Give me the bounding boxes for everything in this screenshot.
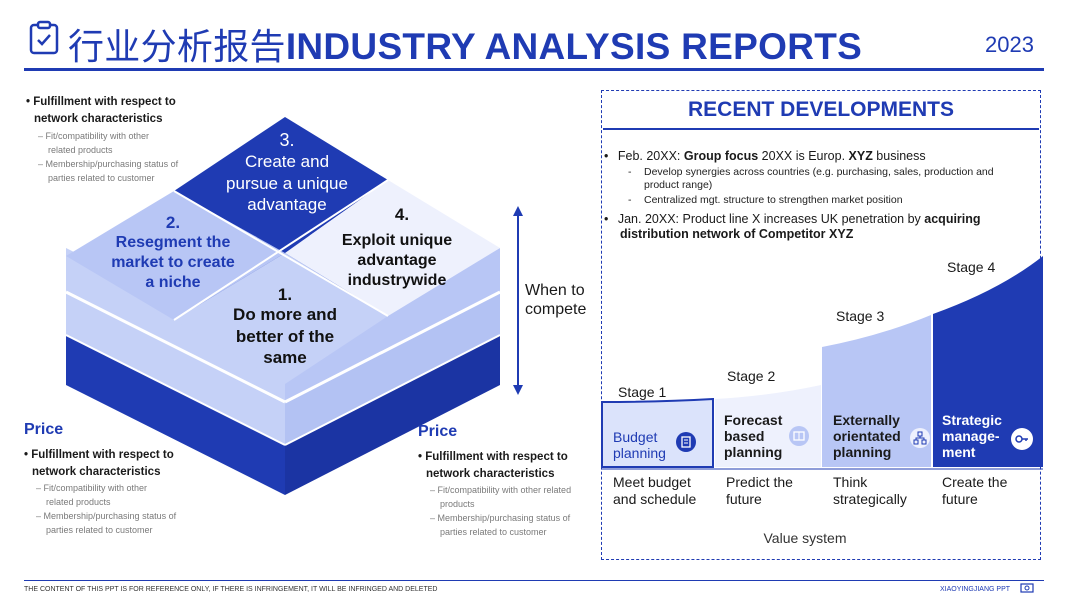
header-divider: [24, 68, 1044, 71]
base-layer-right: [285, 335, 500, 495]
title-en: INDUSTRY ANALYSIS REPORTS: [285, 26, 863, 67]
key-icon: [1011, 428, 1033, 450]
stage-2-bar: [715, 385, 821, 467]
stage-3-bar: [822, 315, 931, 467]
q3-line: pursue a unique: [226, 174, 348, 193]
q4-line: advantage: [357, 252, 436, 269]
stage-4-label: Stage 4: [947, 259, 996, 275]
q4-line: Exploit unique: [342, 232, 452, 249]
q4-line: industrywide: [348, 272, 447, 289]
page-title: 行业分析报告INDUSTRY ANALYSIS REPORTS: [68, 18, 862, 70]
q2-line: Resegment the: [116, 234, 231, 251]
stage-1-label: Stage 1: [618, 384, 667, 400]
stage-4-bar: [933, 256, 1043, 467]
year-label: 2023: [985, 32, 1034, 57]
recent-item-2: • Jan. 20XX: Product line X increases UK…: [604, 212, 981, 241]
strategy-cube: 3. Create and pursue a unique advantage …: [65, 117, 523, 495]
sub-bullet: -Centralized mgt. structure to strengthe…: [628, 194, 903, 206]
price-heading: Price: [24, 421, 64, 438]
price-heading: Price: [418, 423, 458, 440]
top-layer-right: [285, 248, 500, 402]
q3-number: 3.: [279, 130, 294, 150]
book-icon: [789, 426, 809, 446]
base-layer-left: [66, 334, 285, 495]
stage-2-label: Stage 2: [727, 368, 776, 384]
quadrant-4: [285, 180, 500, 316]
recent-item-1: • Feb. 20XX: Group focus 20XX is Europ. …: [604, 149, 1034, 207]
q2-line: market to create: [111, 254, 235, 271]
q3-line: advantage: [247, 195, 326, 214]
double-arrow-icon: [513, 206, 523, 395]
stage-3-label: Stage 3: [836, 308, 885, 324]
q1-line: Do more and: [233, 305, 337, 324]
mid-layer-left: [66, 290, 285, 445]
quadrant-3: [174, 117, 388, 253]
q4-number: 4.: [395, 205, 409, 224]
title-cn: 行业分析报告: [68, 27, 286, 68]
recent-divider: [603, 128, 1039, 130]
stages-chart: [601, 256, 1043, 470]
q1-number: 1.: [278, 285, 292, 304]
sub-bullet: -Develop synergies across countries (e.g…: [628, 166, 994, 191]
q2-number: 2.: [166, 213, 180, 232]
footer-divider: [24, 580, 1044, 581]
building-icon: [676, 432, 696, 452]
q1-line: same: [263, 348, 306, 367]
mid-layer-right: [285, 290, 500, 445]
footer-brand: XIAOYINGJIANG PPT: [940, 586, 1011, 593]
network-icon: [910, 428, 930, 448]
value-system-label: Value system: [763, 530, 847, 546]
q1-line: better of the: [236, 327, 334, 346]
q2-line: a niche: [145, 274, 200, 291]
footer-disclaimer: THE CONTENT OF THIS PPT IS FOR REFERENCE…: [24, 586, 438, 593]
recent-developments-title: RECENT DEVELOPMENTS: [687, 98, 955, 121]
clipboard-icon: [29, 20, 59, 55]
q3-line: Create and: [245, 152, 329, 171]
presentation-icon: [1020, 583, 1034, 593]
